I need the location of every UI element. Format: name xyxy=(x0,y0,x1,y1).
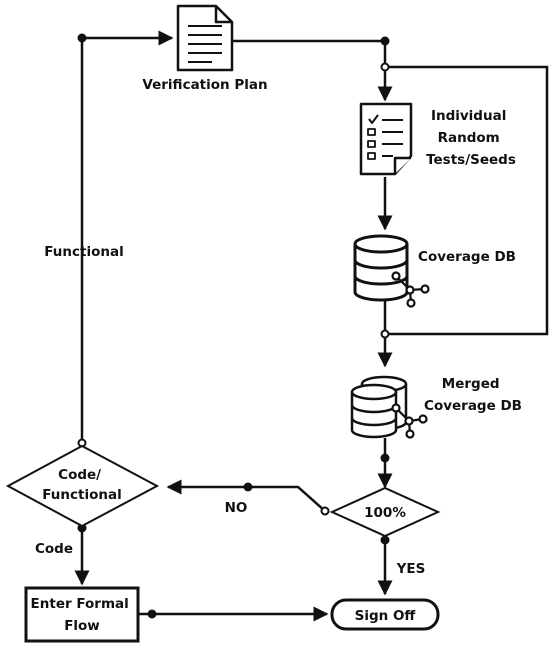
merged-label-line2: Coverage DB xyxy=(424,398,522,414)
junction-dot xyxy=(147,609,157,619)
merged-database-icon xyxy=(350,375,408,439)
merged-coverage-label: Merged Coverage DB xyxy=(424,376,522,414)
enter-formal-flow-box xyxy=(24,586,140,643)
share-node-icon xyxy=(391,403,428,439)
junction-dot xyxy=(320,506,330,516)
edge-label-no: NO xyxy=(225,500,248,516)
junction-dot xyxy=(380,36,390,46)
junction-dot xyxy=(77,33,87,43)
coverage-db-label: Coverage DB xyxy=(418,249,516,265)
junction-dot xyxy=(380,62,390,72)
junction-dot xyxy=(380,453,390,463)
edge-rerun-loop xyxy=(385,65,549,336)
code-functional-diamond xyxy=(5,444,160,528)
decision-100-label: 100% xyxy=(364,505,406,521)
merged-label-line1: Merged xyxy=(442,376,500,392)
tests-label-line3: Tests/Seeds xyxy=(426,152,516,168)
checklist-icon xyxy=(359,102,413,176)
individual-tests-label: Individual Random Tests/Seeds xyxy=(426,108,516,168)
sign-off-box xyxy=(330,598,440,631)
document-icon xyxy=(176,4,234,72)
junction-dot xyxy=(380,535,390,545)
enter-formal-line2: Flow xyxy=(64,618,100,634)
enter-formal-flow-label: Enter Formal Flow xyxy=(31,596,134,634)
enter-formal-line1: Enter Formal xyxy=(31,596,129,612)
edge-label-yes: YES xyxy=(396,561,426,577)
database-icon xyxy=(353,234,409,302)
edge-label-functional: Functional xyxy=(44,244,123,260)
junction-dot xyxy=(380,329,390,339)
junction-dot xyxy=(243,482,253,492)
tests-label-line1: Individual xyxy=(431,108,506,124)
edge-label-code: Code xyxy=(35,541,73,557)
code-functional-line1: Code/ xyxy=(58,467,101,483)
code-functional-label: Code/ Functional xyxy=(42,467,121,503)
share-node-icon xyxy=(391,271,430,308)
tests-label-line2: Random xyxy=(438,130,500,146)
decision-100-diamond xyxy=(329,486,441,538)
code-functional-line2: Functional xyxy=(42,487,121,503)
sign-off-label: Sign Off xyxy=(355,608,417,624)
verification-plan-label: Verification Plan xyxy=(142,77,267,93)
edges xyxy=(74,30,549,622)
junctions xyxy=(77,33,390,619)
edge-no-switch xyxy=(166,479,326,512)
